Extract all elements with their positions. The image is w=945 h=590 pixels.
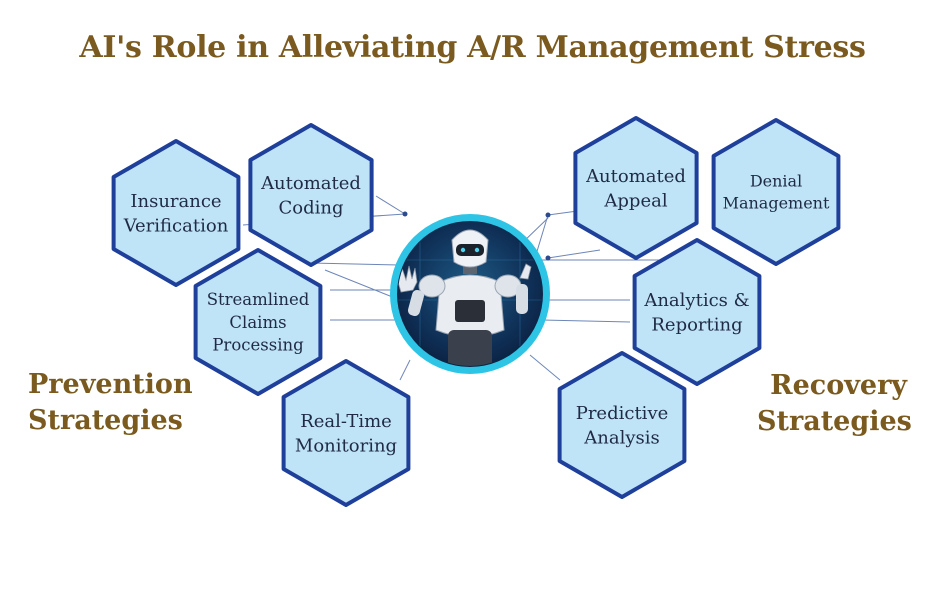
hexagon-shape bbox=[557, 351, 687, 499]
connector-line bbox=[375, 195, 406, 215]
hexagon-shape bbox=[111, 139, 241, 287]
connector-line bbox=[547, 249, 601, 259]
hexagon-label-line: Real-Time bbox=[300, 411, 392, 432]
hexagon-label-line: Coding bbox=[278, 198, 343, 219]
robot-icon bbox=[390, 214, 550, 374]
recovery-label-line1: Recovery bbox=[770, 370, 907, 401]
connector-line bbox=[541, 319, 631, 323]
hexagon-label-line: Management bbox=[723, 194, 830, 213]
hexagon-label-line: Automated bbox=[585, 166, 686, 187]
connector-node bbox=[402, 211, 408, 217]
hexagon-shape bbox=[711, 118, 841, 266]
hexagon-analytics-reporting: Analytics & Reporting bbox=[632, 238, 762, 386]
hexagon-label-line: Processing bbox=[212, 336, 304, 355]
hexagon-label-line: Appeal bbox=[603, 191, 667, 212]
connector-line bbox=[324, 269, 401, 301]
hexagon-label-line: Predictive bbox=[576, 403, 669, 424]
hexagon-group: InsuranceVerificationAutomatedCodingStre… bbox=[111, 116, 841, 507]
prevention-label-line2: Strategies bbox=[28, 405, 183, 436]
recovery-label-line2: Strategies bbox=[757, 406, 912, 437]
hexagon-shape bbox=[573, 116, 699, 260]
hexagon-shape bbox=[248, 123, 374, 267]
hexagon-label-line: Analytics & bbox=[643, 290, 749, 311]
connector-line bbox=[310, 262, 401, 266]
hexagon-label-line: Insurance bbox=[130, 191, 221, 212]
prevention-label-line1: Prevention bbox=[28, 369, 193, 400]
connector-line bbox=[529, 354, 561, 381]
hexagon-shape bbox=[632, 238, 762, 386]
hexagon-label-line: Monitoring bbox=[295, 436, 397, 457]
hexagon-label-line: Analysis bbox=[583, 428, 659, 449]
hexagon-label-line: Verification bbox=[123, 216, 229, 237]
connector-node bbox=[545, 255, 551, 261]
prevention-strategies-label: Prevention Strategies bbox=[28, 367, 193, 439]
hexagon-label-line: Streamlined bbox=[207, 290, 310, 309]
hexagon-label-line: Automated bbox=[260, 173, 361, 194]
hexagon-shape bbox=[281, 359, 411, 507]
page-title: AI's Role in Alleviating A/R Management … bbox=[79, 30, 866, 65]
hexagon-shape bbox=[193, 248, 323, 396]
hexagon-label-line: Claims bbox=[229, 313, 286, 332]
hexagon-label-line: Denial bbox=[750, 172, 802, 191]
connector-line bbox=[399, 359, 411, 381]
recovery-strategies-label: Recovery Strategies bbox=[757, 368, 912, 440]
connector-node bbox=[545, 212, 551, 218]
hexagon-label-line: Reporting bbox=[651, 315, 742, 336]
